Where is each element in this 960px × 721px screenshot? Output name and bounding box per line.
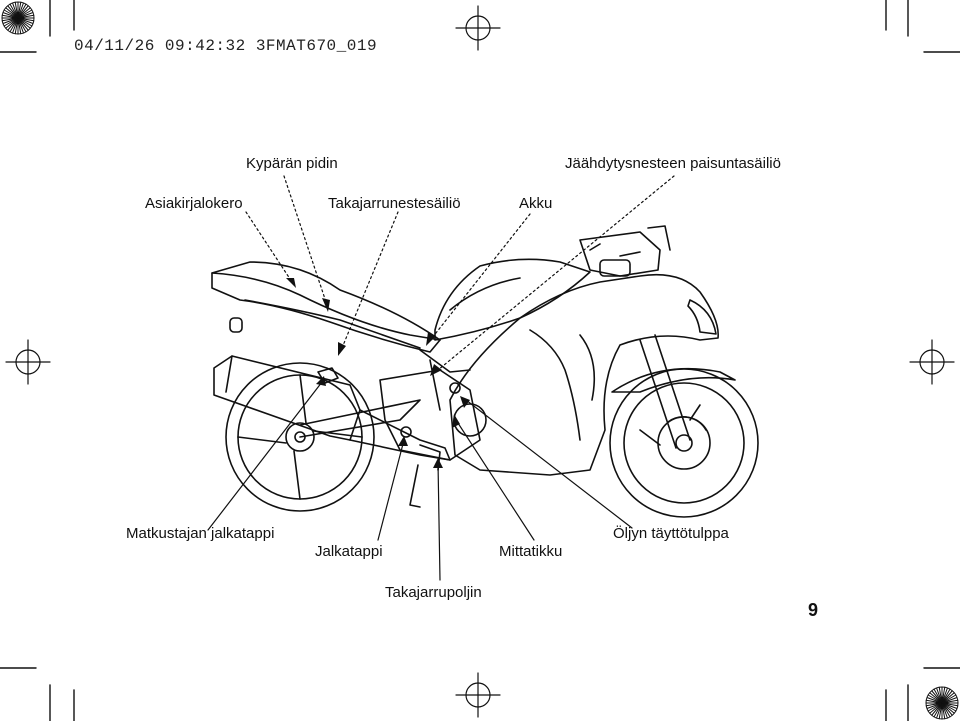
rear-wheel	[225, 362, 375, 512]
windscreen	[579, 231, 661, 277]
oil-cap-area	[453, 403, 487, 437]
leader-lines	[207, 175, 675, 581]
rear-light	[229, 317, 243, 333]
registration-target-left	[5, 339, 51, 385]
registration-target-bottom	[455, 672, 501, 718]
label-rear-brake-reservoir: Takajarrunestesäiliö	[328, 195, 461, 212]
starburst-bottom-right	[925, 686, 959, 720]
front-fender	[611, 367, 736, 393]
label-rear-brake-pedal: Takajarrupoljin	[385, 584, 482, 601]
registration-target-right	[909, 339, 955, 385]
fuel-tank	[434, 258, 591, 341]
headlight	[687, 299, 717, 335]
label-document-compartment: Asiakirjalokero	[145, 195, 243, 212]
label-passenger-footpeg: Matkustajan jalkatappi	[126, 525, 275, 542]
label-dipstick: Mittatikku	[499, 543, 563, 560]
front-fork	[639, 334, 691, 449]
side-stand	[409, 464, 421, 508]
tail-cowl	[211, 261, 441, 353]
page-number: 9	[808, 600, 819, 620]
print-header: 04/11/26 09:42:32 3FMAT670_019	[74, 37, 378, 55]
engine	[379, 369, 481, 461]
seat	[211, 272, 441, 341]
rider-footpeg	[400, 426, 412, 438]
instrument	[599, 259, 631, 277]
label-helmet-holder: Kypärän pidin	[246, 155, 338, 172]
label-battery: Akku	[519, 195, 553, 212]
muffler	[213, 355, 361, 441]
registration-target-top	[455, 5, 501, 51]
starburst-ray	[941, 699, 959, 704]
fairing	[449, 273, 719, 476]
starburst-ray	[17, 14, 35, 19]
swingarm	[299, 399, 421, 438]
label-coolant-reserve-tank: Jäähdytysnesteen paisuntasäiliö	[565, 155, 781, 172]
label-footpeg: Jalkatappi	[315, 543, 383, 560]
starburst-top-left	[1, 1, 35, 35]
label-oil-filler-cap: Öljyn täyttötulppa	[613, 525, 729, 542]
